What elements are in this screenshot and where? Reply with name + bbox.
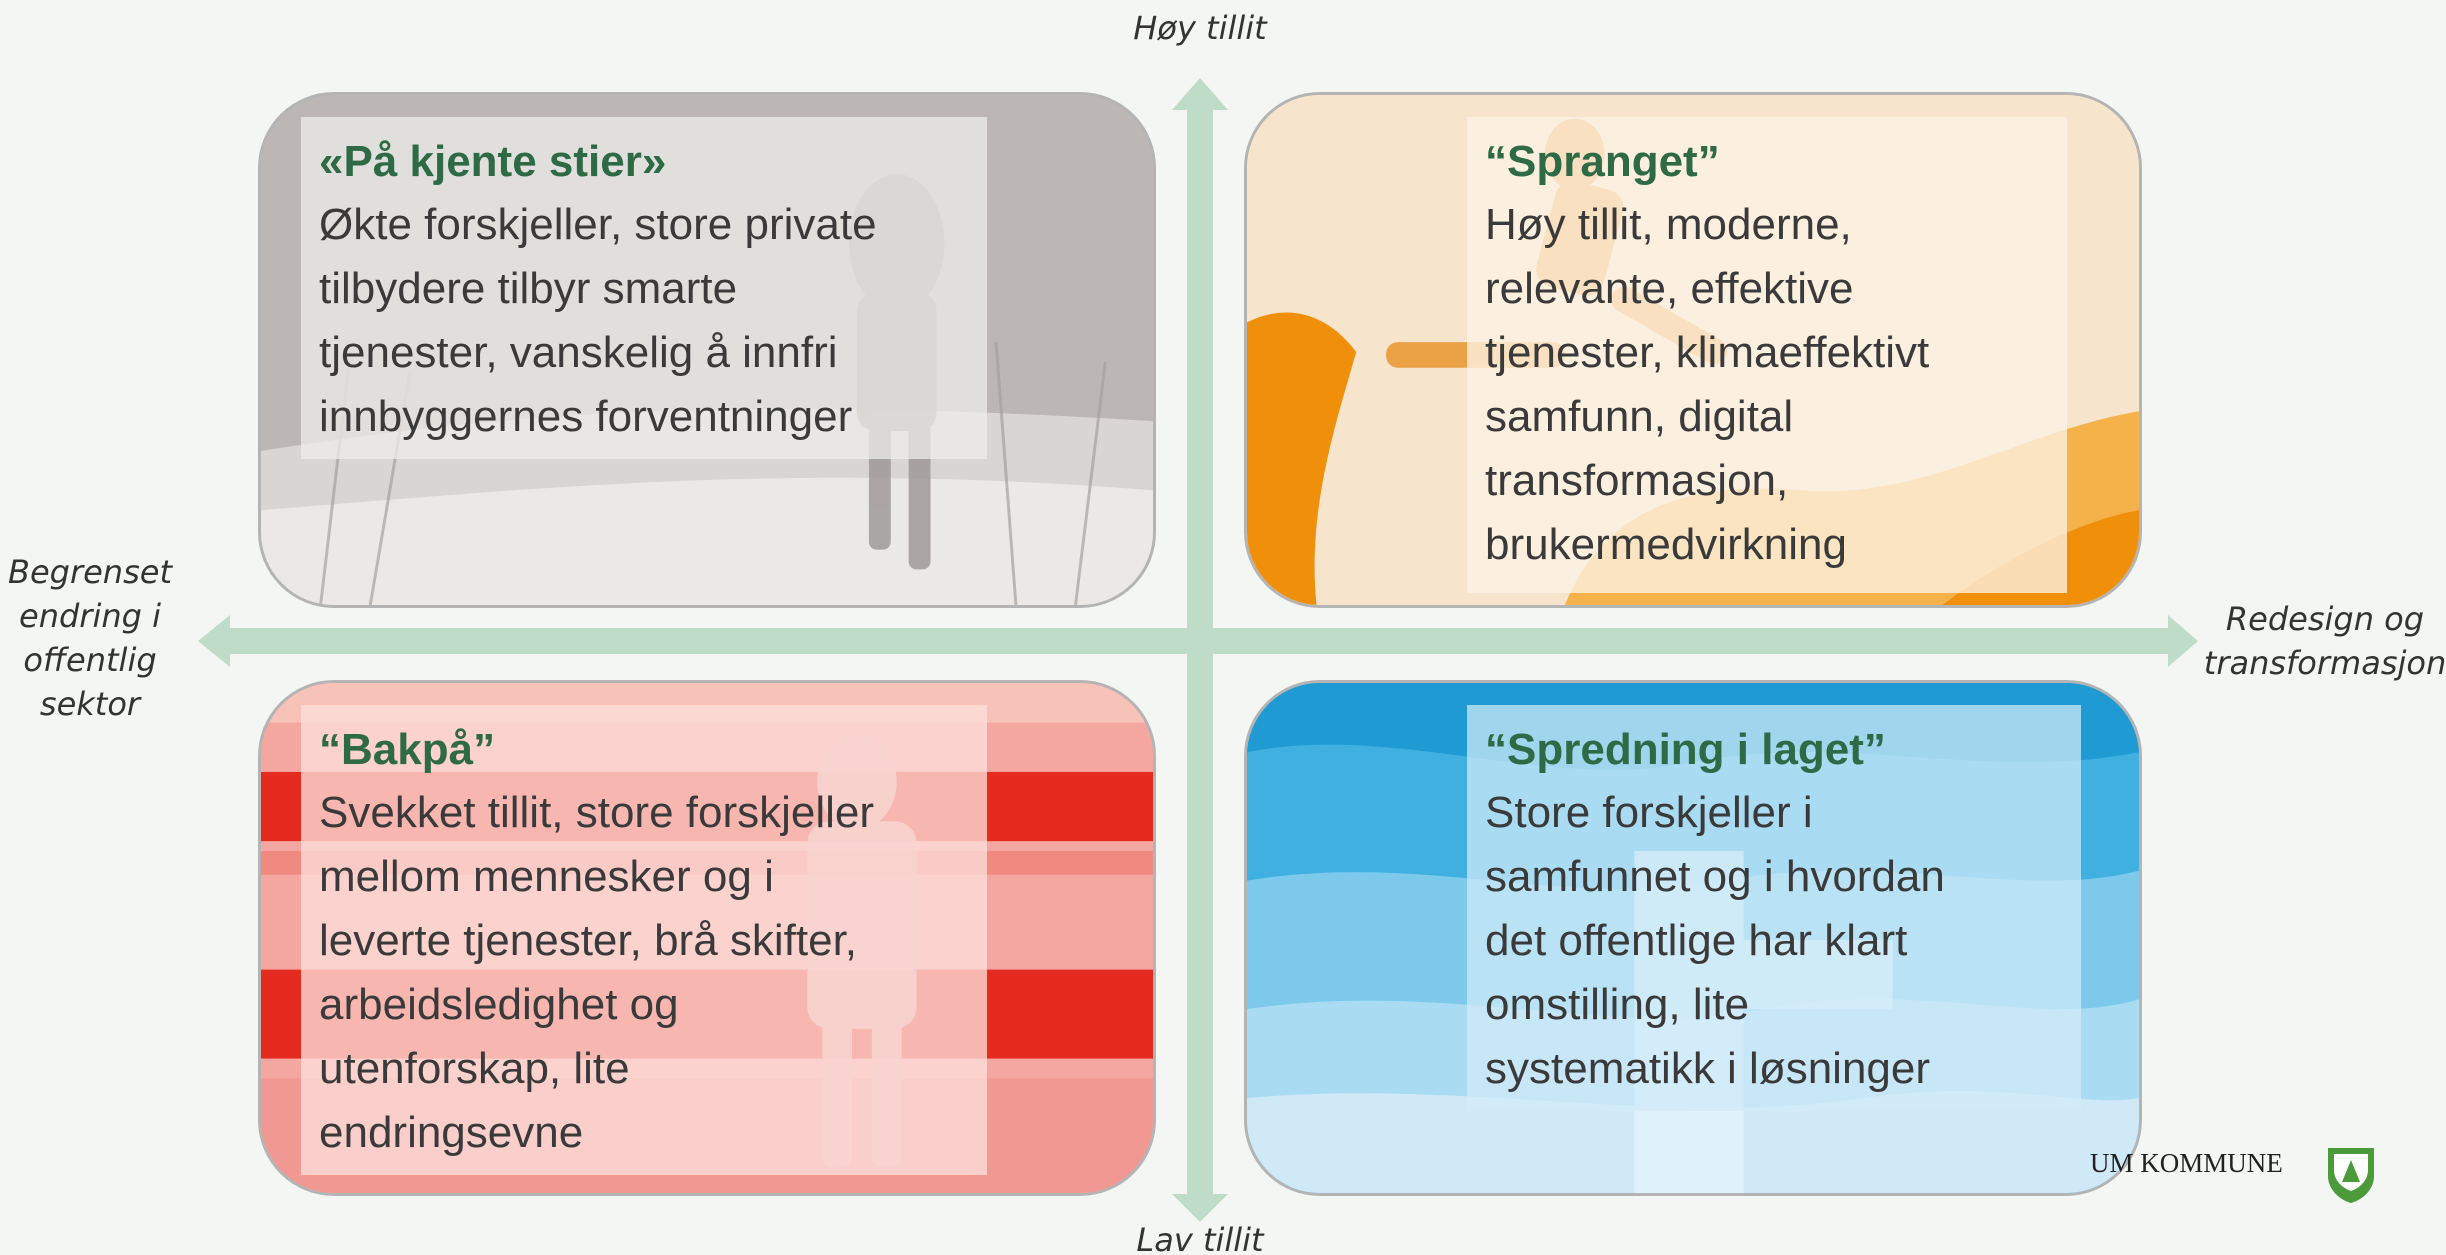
quadrant-bottom-left-body: Svekket tillit, store forskjeller mellom… [319,788,875,1157]
quadrant-top-left: «På kjente stier» Økte forskjeller, stor… [258,92,1156,608]
quadrant-top-right-title: “Spranget” [1485,137,1720,186]
quadrant-bottom-right: “Spredning i laget” Store forskjeller i … [1244,680,2142,1196]
quadrant-bottom-right-title: “Spredning i laget” [1485,725,1886,774]
vertical-axis [1187,108,1213,1196]
axis-label-left: Begrenset endring i offentlig sektor [8,553,172,723]
logo-text: UM KOMMUNE [2090,1148,2283,1178]
quadrant-bottom-left: “Bakpå” Svekket tillit, store forskjelle… [258,680,1156,1196]
municipal-shield-icon [2328,1148,2374,1203]
axis-label-bottom: Lav tillit [1136,1221,1264,1255]
quadrant-bottom-left-panel: “Bakpå” Svekket tillit, store forskjelle… [301,705,987,1175]
down-arrow-icon [1172,1194,1228,1222]
quadrant-top-right: “Spranget” Høy tillit, moderne, relevant… [1244,92,2142,608]
municipality-logo: UM KOMMUNE [2090,1146,2390,1206]
quadrant-top-right-panel: “Spranget” Høy tillit, moderne, relevant… [1467,117,2067,593]
up-arrow-icon [1172,78,1228,110]
left-arrow-icon [198,615,230,667]
quadrant-top-left-title: «På kjente stier» [319,137,667,186]
quadrant-top-left-panel: «På kjente stier» Økte forskjeller, stor… [301,117,987,459]
quadrant-bottom-right-panel: “Spredning i laget” Store forskjeller i … [1467,705,2081,1111]
axis-label-right: Redesign og transformasjon [2203,600,2446,682]
quadrant-top-right-body: Høy tillit, moderne, relevante, effektiv… [1485,200,1930,569]
quadrant-top-left-body: Økte forskjeller, store private tilbyder… [319,200,877,441]
quadrant-bottom-left-title: “Bakpå” [319,725,496,774]
quadrant-bottom-right-body: Store forskjeller i samfunnet og i hvord… [1485,788,1945,1093]
axis-label-top: Høy tillit [1133,9,1267,47]
right-arrow-icon [2168,615,2198,667]
